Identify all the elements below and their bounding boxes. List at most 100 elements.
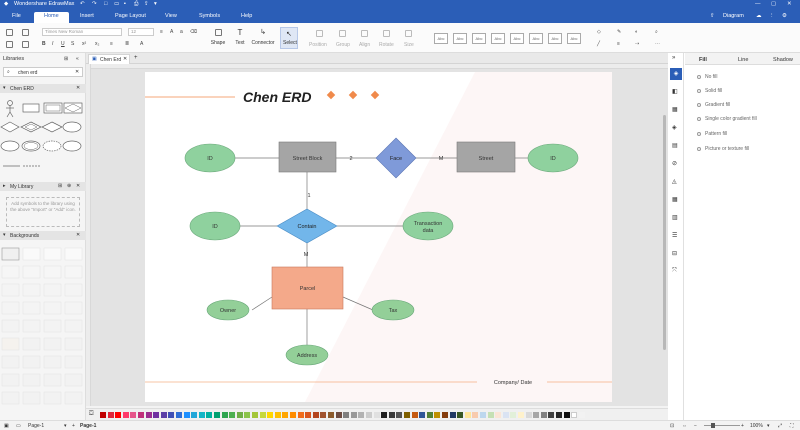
style-preset-4[interactable]: Abc [491,33,505,44]
document-tab[interactable]: ▣ Chen Erd ✕ [88,54,130,64]
color-swatch[interactable] [411,412,418,418]
list-button[interactable]: ≡ [110,41,113,47]
customize-icon[interactable]: ▾ [154,1,157,7]
background-thumb[interactable] [22,247,41,261]
attribute-id[interactable] [189,211,241,241]
color-swatch[interactable] [571,412,578,418]
shadow-icon[interactable]: ◐ [635,29,639,35]
color-swatch[interactable] [168,412,175,418]
page-icon[interactable]: ▤ [672,143,678,149]
shape-key-attribute[interactable] [0,140,20,152]
background-thumb[interactable] [43,283,62,297]
chen-erd-section[interactable]: ▾ Chen ERD ✕ [0,84,86,93]
background-thumb[interactable] [64,355,83,369]
background-thumb[interactable] [43,373,62,387]
fill-option-picture[interactable]: Picture or texture fill [697,146,749,152]
fullscreen-icon[interactable]: ⤧ [672,268,677,274]
drawing-page[interactable]: Chen ERD ID Street Block 2 Face M Street [145,72,612,402]
add-page-icon[interactable]: + [72,423,75,429]
color-swatch[interactable] [464,412,471,418]
import-icon[interactable]: ⊞ [58,183,63,189]
attribute-tax[interactable] [371,299,415,321]
color-swatch[interactable] [442,412,448,418]
export-panel-icon[interactable]: ⊟ [672,251,678,257]
edit-icon[interactable]: ⋯ [655,41,660,47]
entity-parcel[interactable] [271,266,344,310]
attachment-icon[interactable]: ⊘ [672,161,678,167]
color-swatch[interactable] [297,412,304,418]
size-button[interactable]: Size [404,42,414,48]
find-icon[interactable]: ⌕ [655,29,658,35]
maximize-icon[interactable]: ▢ [771,1,777,7]
color-swatch[interactable] [320,412,327,418]
attribute-transaction-data[interactable] [402,211,454,241]
style-preset-7[interactable]: Abc [548,33,562,44]
settings-icon[interactable]: ⚙ [782,13,787,19]
line-style-icon[interactable]: ╱ [597,41,601,47]
color-swatch[interactable] [335,412,342,418]
search-input[interactable]: chen erd [18,69,38,76]
fill-bucket-icon[interactable]: ⛋ [89,411,94,417]
background-thumb[interactable] [64,319,83,333]
select-tool[interactable]: ↖ Select [280,27,298,49]
color-swatch[interactable] [191,412,198,418]
save-icon[interactable]: ▪ [124,1,126,7]
pin-icon[interactable]: ⊞ [64,56,69,62]
color-swatch[interactable] [198,412,205,418]
background-thumb[interactable] [22,373,41,387]
background-thumb[interactable] [64,301,83,315]
page-tab[interactable]: Page-1 [80,423,97,429]
connector-tool[interactable]: ↳ Connector [251,29,274,46]
color-swatch[interactable] [274,412,281,418]
background-thumb[interactable] [64,391,83,405]
tab-line[interactable]: Line [738,57,749,63]
background-thumb[interactable] [1,355,20,369]
backgrounds-section[interactable]: ▾ Backgrounds ✕ [0,231,86,240]
color-swatch[interactable] [305,412,312,418]
shape-weak-entity[interactable] [43,102,63,114]
background-thumb[interactable] [43,247,62,261]
color-swatch[interactable] [525,412,532,418]
background-thumb[interactable] [22,337,41,351]
color-swatch[interactable] [267,412,274,418]
color-swatch[interactable] [495,412,502,418]
cloud-icon[interactable]: ☁ [756,13,762,19]
attribute-id[interactable] [184,143,236,173]
color-swatch[interactable] [221,412,228,418]
background-thumb[interactable] [43,337,62,351]
expand-panel-icon[interactable]: » [672,55,676,61]
image-icon[interactable]: ▦ [672,107,678,113]
zoom-slider-thumb[interactable] [711,423,715,428]
relationship-face[interactable] [375,137,417,179]
color-swatch[interactable] [290,412,296,418]
shape-tool[interactable]: Shape [210,29,226,46]
color-swatch[interactable] [548,412,555,418]
strike-button[interactable]: S [71,41,75,47]
shape-weak-relationship[interactable] [20,121,42,133]
style-preset-5[interactable]: Abc [510,33,524,44]
position-button[interactable]: Position [309,42,327,48]
new-icon[interactable]: □ [104,1,108,7]
menu-page-layout[interactable]: Page Layout [115,13,146,19]
zoom-out-icon[interactable]: − [694,423,697,429]
attribute-id[interactable] [527,143,579,173]
zoom-level[interactable]: 100% [750,423,763,429]
color-swatch[interactable] [502,412,509,418]
color-swatch[interactable] [366,412,372,418]
tab-fill[interactable]: Fill [699,57,707,63]
background-thumb[interactable] [1,391,20,405]
zoom-chevron-icon[interactable]: ▾ [767,423,770,429]
background-thumb[interactable] [22,301,41,315]
color-swatch[interactable] [176,412,182,418]
zoom-slider[interactable] [704,425,740,426]
background-thumb[interactable] [43,301,62,315]
fill-icon[interactable]: ◇ [597,29,601,35]
open-icon[interactable]: ▭ [114,1,120,7]
redo-icon[interactable]: ↷ [92,1,97,7]
background-thumb[interactable] [64,373,83,387]
paste-icon[interactable] [6,41,13,48]
style-preset-6[interactable]: Abc [529,33,543,44]
color-swatch[interactable] [138,412,144,418]
color-swatch[interactable] [206,412,213,418]
page-selector-chevron-icon[interactable]: ▾ [64,423,67,429]
